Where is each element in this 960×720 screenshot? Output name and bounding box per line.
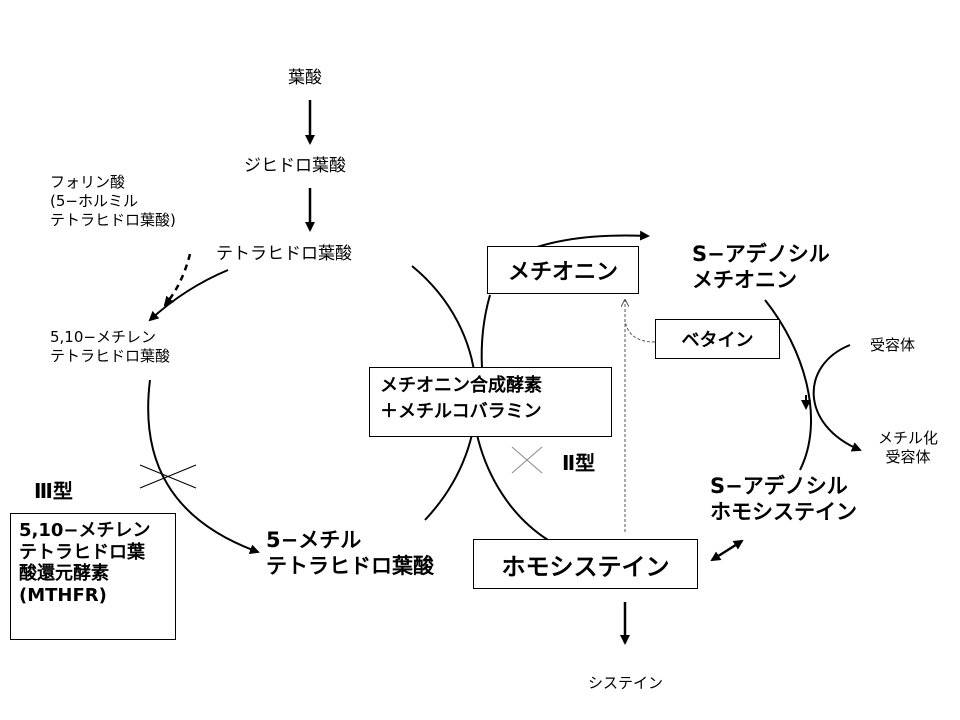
- label-methionine-synthase: メチオニン合成酵素 ＋メチルコバラミン: [380, 375, 542, 423]
- label-homocysteine: ホモシステイン: [501, 552, 670, 581]
- label-dihydrofolate: ジヒドロ葉酸: [244, 156, 346, 176]
- methionine-box: メチオニン: [487, 246, 639, 294]
- label-mthfr: 5,10−メチレン テトラヒドロ葉 酸還元酵素 (MTHFR): [19, 520, 151, 606]
- label-sam: S−アデノシル メチオニン: [692, 242, 830, 293]
- label-betaine: ベタイン: [681, 330, 754, 351]
- label-folinic-acid: フォリン酸 (5−ホルミル テトラヒドロ葉酸): [50, 173, 176, 229]
- arrow-methylene-to-methylthf: [147, 379, 260, 554]
- label-type3: Ⅲ型: [34, 479, 73, 503]
- label-cysteine: システイン: [588, 674, 664, 692]
- label-tetrahydrofolate: テトラヒドロ葉酸: [216, 244, 352, 264]
- label-acceptor: 受容体: [870, 336, 916, 354]
- homocysteine-box: ホモシステイン: [473, 539, 698, 589]
- label-sah: S−アデノシル ホモシステイン: [710, 474, 857, 525]
- mthfr-box: 5,10−メチレン テトラヒドロ葉 酸還元酵素 (MTHFR): [10, 513, 176, 640]
- label-methyl-thf: 5−メチル テトラヒドロ葉酸: [266, 528, 434, 579]
- betaine-box: ベタイン: [655, 319, 780, 359]
- arrow-folinic-to-methylene: [163, 253, 192, 307]
- label-methylated-acceptor: メチル化 受容体: [878, 429, 939, 466]
- arc-sam-to-sah: [764, 299, 812, 471]
- arrow-thf-to-methylene: [148, 269, 229, 322]
- synthase-box: メチオニン合成酵素 ＋メチルコバラミン: [369, 367, 612, 437]
- label-type2: Ⅱ型: [562, 451, 596, 475]
- label-folic-acid: 葉酸: [288, 68, 322, 88]
- arrow-sah-homocysteine: [710, 539, 744, 562]
- arrow-acceptor-methylation: [812, 344, 862, 452]
- label-methylene-thf: 5,10−メチレン テトラヒドロ葉酸: [50, 328, 171, 365]
- label-methionine: メチオニン: [507, 260, 618, 285]
